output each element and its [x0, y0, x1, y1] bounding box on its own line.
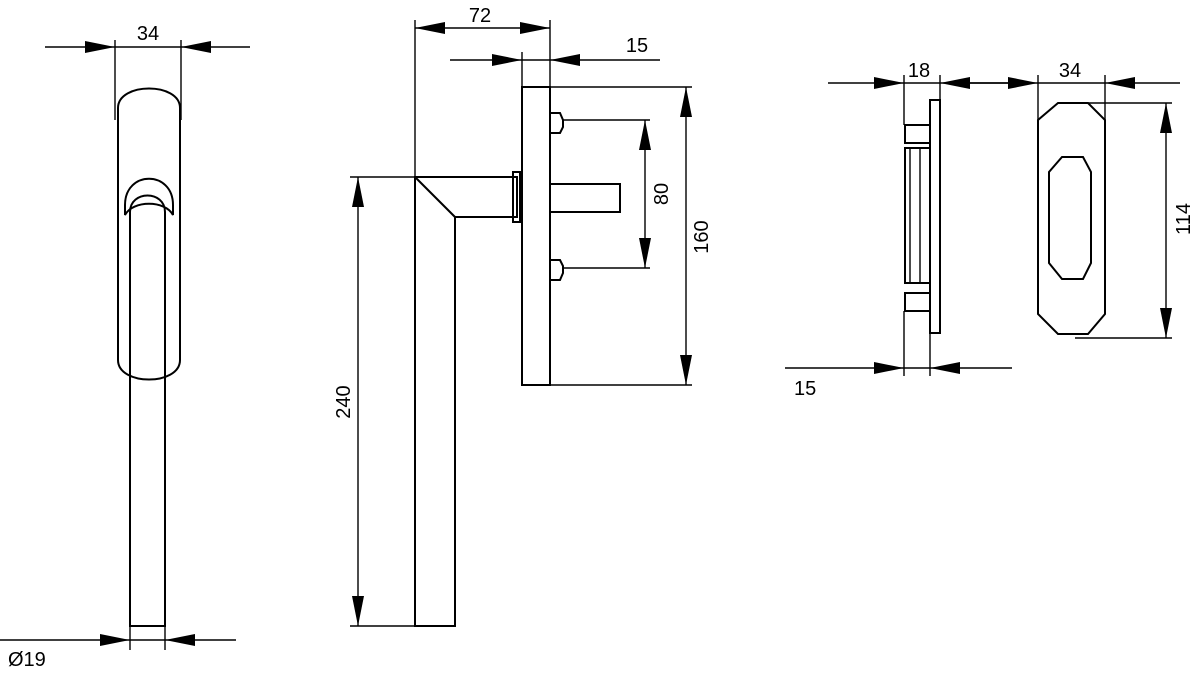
rose-thickness-arrow-left — [874, 77, 904, 89]
side-handle-arrow-bottom — [352, 596, 364, 626]
rose-height-label: 114 — [1173, 203, 1195, 235]
rose-width-arrow-right — [1105, 77, 1135, 89]
front-width-arrow-left — [85, 41, 115, 53]
side-projection-label: 72 — [469, 5, 491, 27]
rose-inner-arrow-left — [874, 362, 904, 374]
side-view: 72 15 80 160 240 — [333, 5, 713, 627]
rose-front-slot — [1048, 156, 1092, 280]
side-screw-bottom — [549, 259, 564, 281]
side-rose-arrow-top — [680, 87, 692, 117]
side-depth-label: 15 — [626, 35, 648, 57]
side-depth-arrow-left — [492, 54, 522, 66]
side-rose-plate — [521, 86, 551, 386]
rose-plate — [929, 99, 941, 334]
side-projection-arrow-left — [415, 22, 445, 34]
front-handle-neck — [124, 177, 174, 216]
rose-inner-arrow-right — [930, 362, 960, 374]
rose-front-view: 34 114 — [963, 60, 1195, 339]
side-depth-arrow-right — [550, 54, 580, 66]
side-handle-bend — [414, 176, 456, 218]
side-handle-label: 240 — [333, 385, 355, 418]
front-stem-arrow-left — [100, 634, 130, 646]
front-rose-outline — [117, 87, 181, 381]
side-projection-arrow-right — [520, 22, 550, 34]
side-spacing-arrow-top — [639, 120, 651, 150]
rose-thickness-arrow-right — [940, 77, 970, 89]
front-view: 34 Ø19 — [0, 23, 250, 671]
front-width-label: 34 — [137, 23, 159, 45]
side-spacing-label: 80 — [651, 183, 673, 205]
side-handle-outline — [414, 176, 518, 627]
rose-lower-stud — [904, 292, 931, 312]
front-handle-stem — [129, 194, 166, 627]
rose-body — [904, 147, 931, 284]
side-screw-top — [549, 112, 564, 134]
side-rose-arrow-bottom — [680, 355, 692, 385]
rose-upper-stud — [904, 124, 931, 144]
side-spacing-arrow-bottom — [639, 238, 651, 268]
side-handle-arrow-top — [352, 177, 364, 207]
front-stem-label: Ø19 — [8, 649, 46, 671]
front-width-arrow-right — [181, 41, 211, 53]
side-rose-label: 160 — [691, 220, 713, 253]
rose-height-arrow-bottom — [1160, 308, 1172, 338]
front-stem-arrow-right — [165, 634, 195, 646]
rose-front-outline — [1037, 102, 1106, 335]
side-spindle — [549, 183, 621, 213]
rose-side-view: 18 15 — [785, 60, 1020, 400]
rose-width-arrow-left — [1008, 77, 1038, 89]
side-collar — [512, 171, 521, 223]
rose-thickness-label: 18 — [908, 60, 930, 82]
rose-inner-label: 15 — [794, 378, 816, 400]
rose-width-label: 34 — [1059, 60, 1081, 82]
rose-height-arrow-top — [1160, 103, 1172, 133]
